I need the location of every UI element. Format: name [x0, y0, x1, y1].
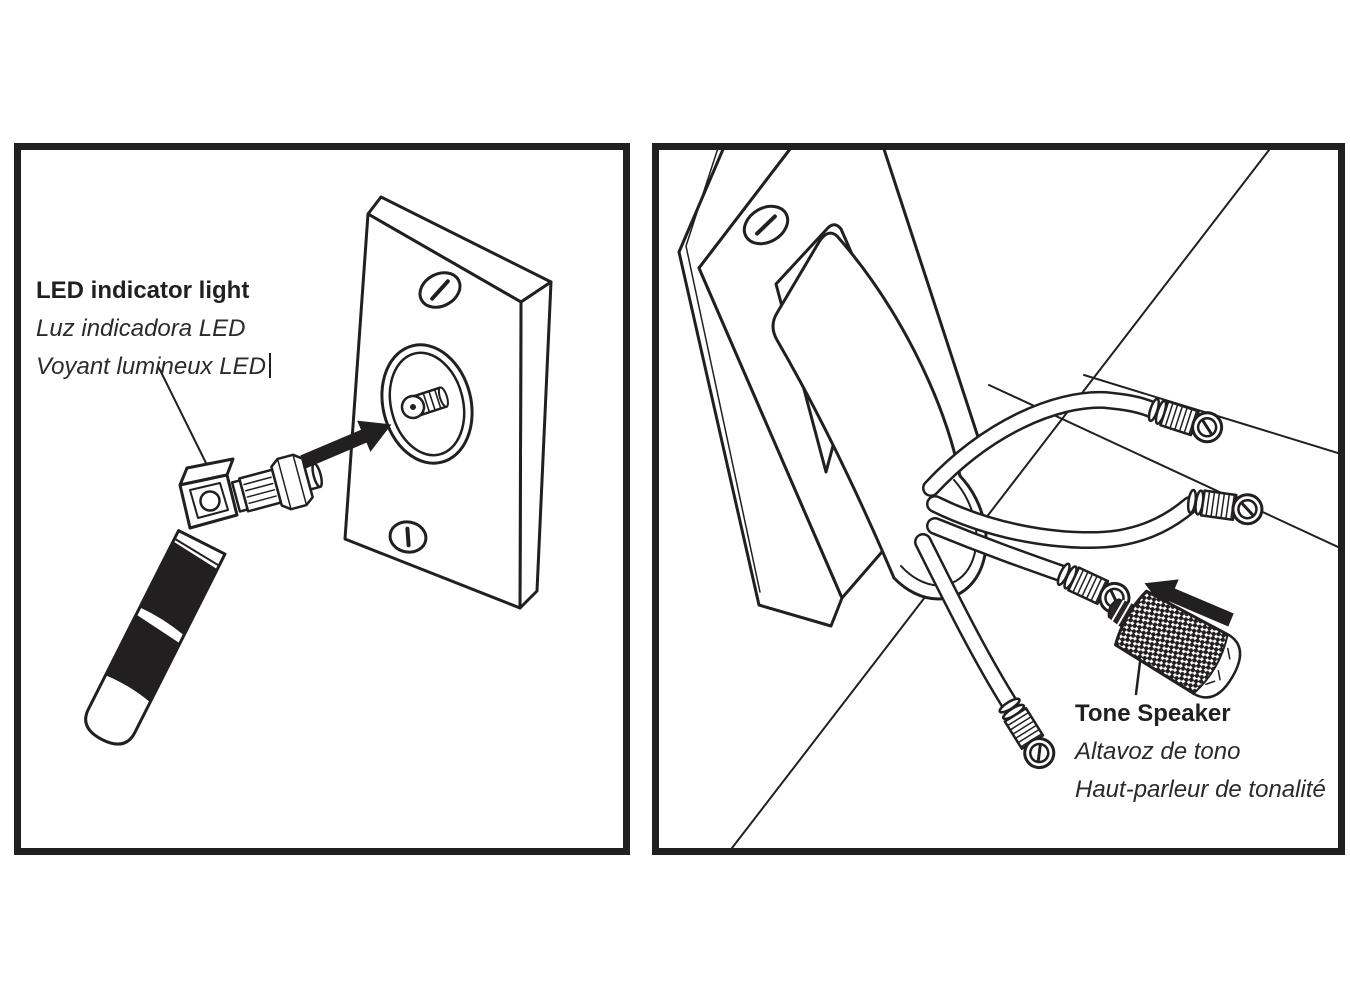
wall-plate-coax	[343, 195, 553, 610]
f-connector-icon	[993, 693, 1061, 775]
tone-speaker-illustration	[677, 150, 1338, 848]
probe-connector	[230, 453, 323, 513]
leader-line	[158, 367, 208, 466]
panel-tone-speaker: Tone Speaker Altavoz de tono Haut-parleu…	[652, 143, 1345, 855]
tone-speaker-label: Tone Speaker Altavoz de tono Haut-parleu…	[1075, 695, 1326, 809]
screw-icon	[388, 520, 428, 554]
panel-led-indicator: LED indicator light Luz indicadora LED V…	[14, 143, 630, 855]
led-lens-icon	[199, 490, 221, 512]
probe-handle	[84, 529, 227, 746]
jack-boss-ring	[380, 343, 474, 465]
led-indicator-label: LED indicator light Luz indicadora LED V…	[36, 272, 271, 386]
screw-icon	[418, 271, 462, 309]
text-cursor	[268, 353, 271, 378]
label-subtitle-fr: Haut-parleur de tonalité	[1075, 776, 1326, 803]
toner-probe-tool	[84, 453, 323, 746]
f-connector-icon	[1144, 393, 1227, 448]
leader-line	[1134, 660, 1142, 696]
led-indicator-illustration	[84, 195, 553, 746]
f-connector-icon	[1184, 485, 1266, 528]
label-subtitle-fr: Voyant lumineux LED	[36, 348, 271, 386]
probe-head-led	[178, 457, 239, 530]
coax-jack-icon	[400, 386, 449, 420]
screw-icon	[742, 204, 790, 246]
label-title-en: Tone Speaker	[1075, 700, 1231, 727]
arrow-icon	[1144, 579, 1234, 627]
arrow-icon	[300, 420, 392, 469]
label-subtitle-es: Luz indicadora LED	[36, 315, 246, 342]
coax-cables	[914, 390, 1266, 775]
label-subtitle-es: Altavoz de tono	[1075, 738, 1241, 765]
tone-speaker-device	[1107, 589, 1242, 699]
label-title-en: LED indicator light	[36, 277, 250, 304]
